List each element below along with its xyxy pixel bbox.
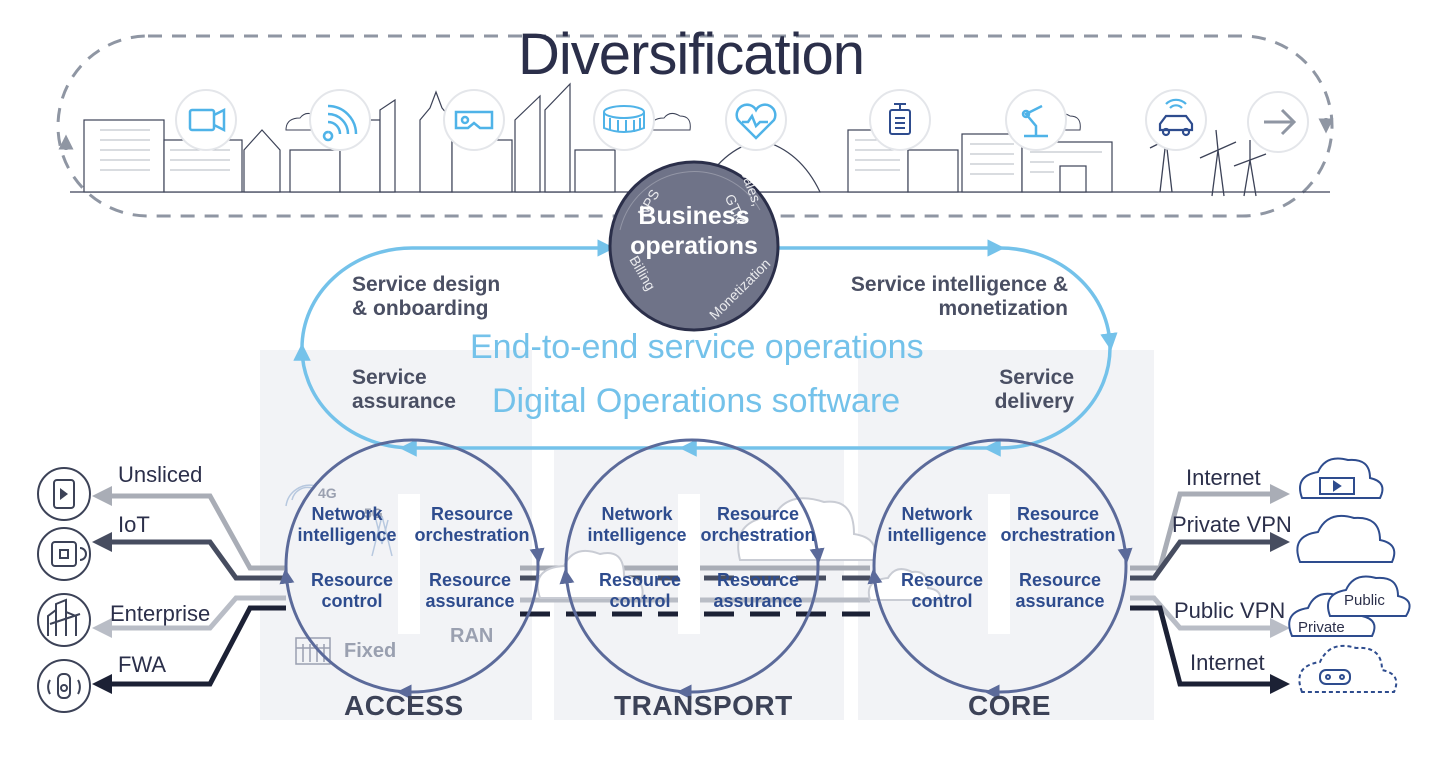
business-ops-line2: operations <box>630 232 758 260</box>
cell-line: assurance <box>425 591 515 611</box>
domain-access: ACCESS <box>344 690 464 721</box>
service-intelligence-line1: Service intelligence & <box>850 273 1068 296</box>
public-private-clouds-icon <box>1288 575 1411 637</box>
headline-end-to-end: End-to-end service operations <box>470 328 924 366</box>
domain-core: CORE <box>968 690 1051 721</box>
left-service-enterprise: Enterprise <box>110 601 211 626</box>
video-camera-icon <box>188 107 226 133</box>
tablet-play-icon <box>37 467 91 521</box>
right-connections <box>1130 484 1290 694</box>
service-intelligence-label: Service intelligence & monetization <box>840 273 1068 321</box>
cell-line: Resource <box>1018 570 1102 590</box>
left-connections <box>92 486 286 694</box>
cell-line: Resource <box>900 570 984 590</box>
headline-digital-operations: Digital Operations software <box>492 382 901 420</box>
heart-monitor-icon <box>735 103 777 140</box>
service-intelligence-line2: monetization <box>938 297 1069 320</box>
cell-line: orchestration <box>1000 525 1116 545</box>
service-assurance-line1: Service <box>352 366 427 389</box>
connected-car-icon <box>1158 98 1194 137</box>
left-service-unsliced: Unsliced <box>118 462 203 487</box>
building-icon <box>37 593 91 647</box>
access-fixed-label: Fixed <box>344 640 397 662</box>
domain-transport: TRANSPORT <box>614 690 793 721</box>
cell-line: Network <box>901 504 973 524</box>
cell-line: control <box>321 591 383 611</box>
cell-line: Resource <box>716 570 800 590</box>
wifi-icon <box>322 104 358 142</box>
service-delivery-line1: Service <box>999 366 1074 389</box>
service-design-label: Service design & onboarding <box>352 273 500 321</box>
stadium-icon <box>603 105 645 133</box>
access-5g-label: 5G <box>364 505 383 521</box>
service-delivery-line2: delivery <box>994 390 1074 413</box>
right-service-internet-2: Internet <box>1190 650 1265 675</box>
robot-arm-icon <box>1021 104 1048 138</box>
gamepad-cloud-icon <box>1298 644 1398 693</box>
cell-line: intelligence <box>297 525 397 545</box>
arrow-right-icon <box>1264 108 1297 136</box>
service-design-line1: Service design <box>352 273 501 296</box>
cell-line: control <box>609 591 671 611</box>
diagram-title: Diversification <box>518 22 865 87</box>
right-service-internet-1: Internet <box>1186 465 1261 490</box>
iot-chip-icon <box>37 527 91 581</box>
fixed-icon <box>295 637 331 665</box>
service-assurance-label: Service assurance <box>352 366 456 414</box>
cell-line: orchestration <box>414 525 530 545</box>
cloud-label-public: Public <box>1344 592 1385 609</box>
access-panel <box>260 350 532 720</box>
vr-headset-icon <box>454 110 494 130</box>
cell-line: Network <box>311 504 383 524</box>
cell-line: Resource <box>598 570 682 590</box>
cell-line: Resource <box>716 504 800 524</box>
fwa-router-icon <box>37 659 91 713</box>
private-vpn-cloud-icon <box>1296 514 1396 563</box>
cell-line: intelligence <box>887 525 987 545</box>
cell-line: Resource <box>430 504 514 524</box>
cell-line: intelligence <box>587 525 687 545</box>
access-ran-label: RAN <box>450 625 494 647</box>
business-ops-line1: Business <box>638 202 750 230</box>
left-service-iot: IoT <box>118 512 150 537</box>
business-operations-label: Business operations <box>608 201 780 261</box>
cell-line: Resource <box>428 570 512 590</box>
cloud-label-private: Private <box>1298 619 1345 636</box>
cell-line: assurance <box>713 591 803 611</box>
sensor-icon <box>889 103 911 135</box>
cell-line: assurance <box>1015 591 1105 611</box>
cell-line: Network <box>601 504 673 524</box>
left-service-fwa: FWA <box>118 652 167 677</box>
cell-line: Resource <box>1016 504 1100 524</box>
video-cloud-icon <box>1299 457 1384 499</box>
city-skyline <box>70 82 1330 193</box>
business-operations-circle <box>608 160 780 332</box>
cell-line: Resource <box>310 570 394 590</box>
access-4g-label: 4G <box>318 485 337 501</box>
right-service-public-vpn: Public VPN <box>1174 598 1286 623</box>
cell-line: orchestration <box>700 525 816 545</box>
service-assurance-line2: assurance <box>352 390 456 413</box>
cell-line: control <box>911 591 973 611</box>
service-delivery-label: Service delivery <box>984 366 1074 414</box>
right-service-private-vpn: Private VPN <box>1172 512 1292 537</box>
service-design-line2: & onboarding <box>352 297 489 320</box>
